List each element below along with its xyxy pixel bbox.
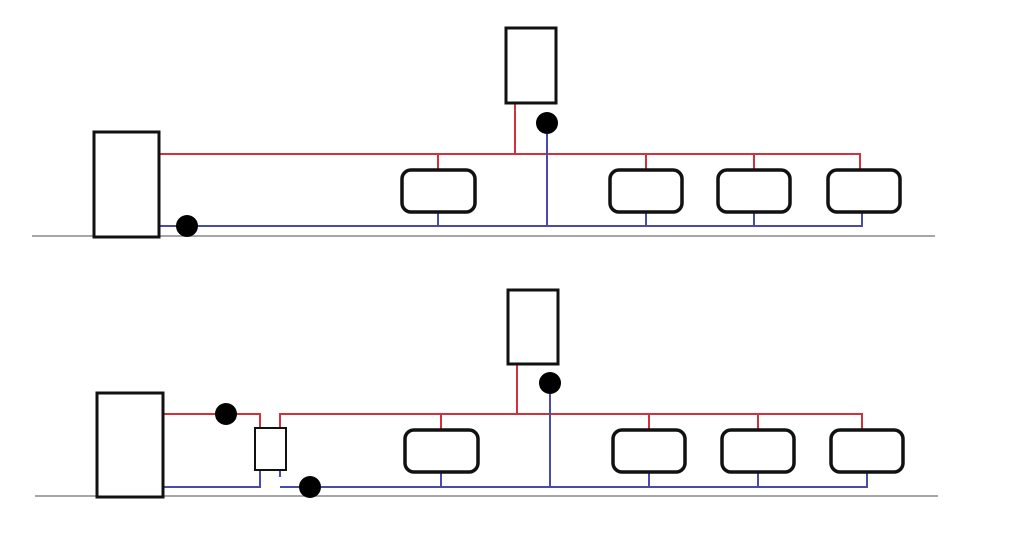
radiator: [720, 428, 796, 474]
pump-icon: [539, 372, 561, 394]
radiator: [403, 428, 480, 474]
pump-icon: [299, 476, 321, 498]
supply-pipe: [159, 153, 861, 170]
radiator: [611, 428, 687, 474]
diagram-heat-exchanger-system: [35, 288, 938, 499]
diagram-direct-system: [32, 26, 935, 239]
radiator: [400, 168, 477, 214]
hot-water-tank: [504, 26, 558, 105]
return-pipe: [159, 212, 863, 227]
radiator: [826, 168, 902, 214]
boiler: [92, 130, 161, 239]
boiler: [95, 391, 165, 499]
radiator: [829, 428, 905, 474]
pump-icon: [536, 112, 558, 134]
primary-return-pipe: [163, 470, 261, 488]
pump-icon: [215, 403, 237, 425]
hot-water-tank: [506, 288, 560, 366]
radiator: [608, 168, 684, 214]
supply-pipe: [279, 413, 863, 430]
radiator: [716, 168, 792, 214]
heat-exchanger: [254, 427, 287, 471]
primary-supply-pipe: [163, 413, 261, 428]
pump-icon: [176, 215, 198, 237]
return-pipe: [280, 472, 868, 488]
